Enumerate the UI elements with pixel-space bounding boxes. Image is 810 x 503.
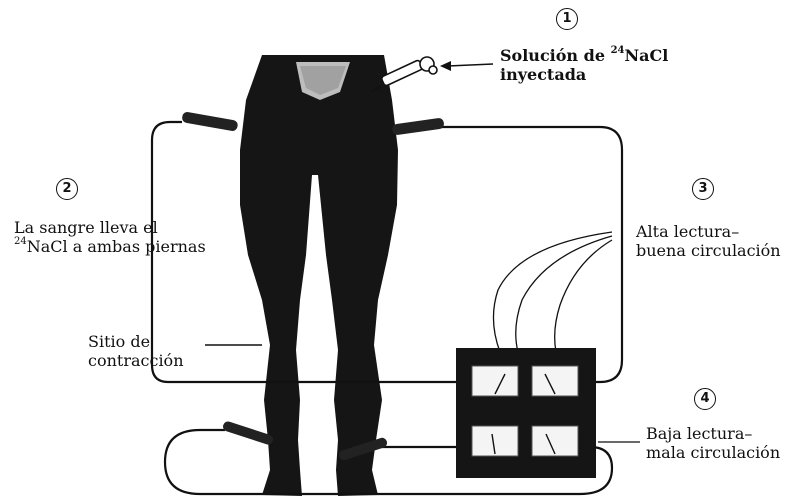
step-1-line1-pre: Solución de [500,46,611,65]
step-1-label: Solución de 24NaCl inyectada [500,46,668,84]
meter-top-right [532,366,578,396]
isotope-superscript: 24 [14,236,27,247]
step-3-label: Alta lectura– buena circulación [636,222,781,260]
step-3-number: 3 [692,178,714,200]
meter-wires [493,232,612,352]
lower-left-probe [222,420,275,446]
step-4-line1: Baja lectura– [646,424,752,443]
step-1-number: 1 [556,8,578,30]
upper-right-probe [392,117,445,135]
step-3-line2: buena circulación [636,241,781,260]
upper-left-probe [181,111,238,132]
step-4-line2: mala circulación [646,443,780,462]
step-1-line1-post: NaCl [625,46,669,65]
meter-bottom-right [532,426,578,456]
step-2-line2-post: NaCl a ambas piernas [27,237,206,256]
meter-box [456,348,596,478]
constriction-label: Sitio de contracción [88,332,184,370]
step-2-number: 2 [56,178,78,200]
step-3-line1: Alta lectura– [636,222,739,241]
constriction-line1: Sitio de [88,332,150,351]
meter-top-left [472,366,518,396]
step-2-label: La sangre lleva el 24NaCl a ambas pierna… [14,218,206,256]
step-1-line2: inyectada [500,65,586,84]
isotope-superscript: 24 [611,45,625,56]
constriction-line2: contracción [88,351,184,370]
step-4-label: Baja lectura– mala circulación [646,424,780,462]
step-4-number: 4 [694,388,716,410]
step-2-line1: La sangre lleva el [14,218,158,237]
meter-bottom-left [472,426,518,456]
legs-silhouette [240,55,398,496]
injection-arrow [440,61,493,71]
